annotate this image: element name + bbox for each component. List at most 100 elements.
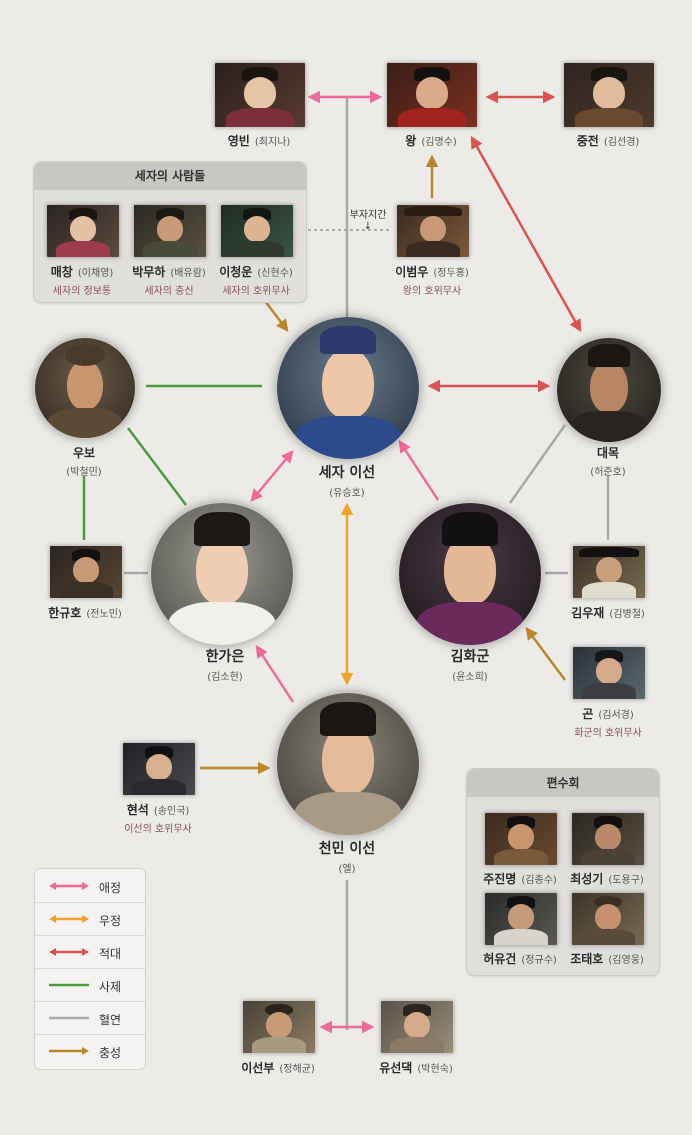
lee-seonbu-label: 이선부 (정해균) [241, 1057, 315, 1076]
han-gyuho-portrait [49, 545, 123, 599]
character-name: 이선부 [241, 1061, 275, 1075]
lee-seonbu-portrait [242, 1000, 316, 1054]
role-text: 이선의 호위무사 [124, 824, 192, 835]
character-name: 김화군 [450, 649, 490, 665]
character-name: 이범우 [395, 265, 429, 279]
legend-label: 애정 [99, 881, 122, 895]
actor-name: (박현숙) [417, 1064, 453, 1075]
legend-row: 사제 [35, 968, 145, 1002]
kim-woojae-label: 김우재 (김병철) [571, 602, 645, 621]
character-name: 대목 [596, 446, 620, 460]
gon-label: 곤 (김서경) 화군의 호위무사 [574, 703, 642, 739]
legend-row: 충성 [35, 1034, 145, 1067]
role-text: 화군의 호위무사 [574, 728, 642, 739]
legend-swatch-icon [49, 1016, 89, 1020]
legend-row: 애정 [35, 869, 145, 903]
choi-seonggi-portrait [571, 812, 645, 866]
maechang-label: 매창 (이채영) 세자의 정보통 [51, 261, 114, 297]
legend-label: 충성 [99, 1046, 122, 1060]
line-gaeun-crownprince-affection [250, 450, 294, 502]
actor-name: (윤소희) [452, 672, 488, 683]
character-name: 우보 [72, 446, 96, 460]
line-woobo-gaeun-mentor [127, 427, 187, 506]
legend-row: 혈연 [35, 1001, 145, 1035]
yu-seondaek-portrait [380, 1000, 454, 1054]
park-muha-label: 박무하 (배유람) 세자의 충신 [132, 261, 206, 297]
down-arrow-icon: ↓ [363, 221, 373, 232]
line-cheonmin-gaeun-affection [255, 644, 295, 703]
legend-swatch-icon [49, 948, 89, 956]
character-name: 한가은 [205, 649, 245, 665]
character-name: 곤 [582, 707, 594, 721]
actor-name: (전노민) [86, 609, 122, 620]
actor-name: (정해균) [279, 1064, 315, 1075]
actor-name: (최지나) [254, 137, 291, 148]
kim-hwagun-label: 김화군 (윤소희) [451, 646, 490, 683]
king-portrait [386, 62, 478, 128]
legend-label: 적대 [99, 947, 122, 961]
actor-name: (송인국) [153, 806, 190, 817]
character-name: 영빈 [227, 134, 250, 148]
line-king-daemok-enemy [470, 135, 582, 333]
character-name: 한규호 [48, 606, 82, 620]
hyeonseok-portrait [122, 742, 196, 796]
actor-name: (정두홍) [433, 268, 469, 279]
yeongbin-portrait [214, 62, 306, 128]
woobo-label: 우보 (박철민) [66, 442, 101, 478]
character-name: 이청운 [219, 265, 253, 279]
father-son-note: 부자지간 ↓ [346, 206, 390, 232]
legend-label: 사제 [99, 980, 122, 994]
legend-swatch-icon [49, 1047, 89, 1055]
yu-seondaek-label: 유선댁 (박현숙) [379, 1057, 453, 1076]
king-label: 왕 (김명수) [405, 130, 457, 149]
cheonmin-lee-portrait [276, 692, 420, 836]
character-name: 유선댁 [379, 1061, 413, 1075]
gon-portrait [572, 646, 646, 700]
queen-portrait [563, 62, 655, 128]
actor-name: (도용구) [608, 875, 644, 886]
daemok-label: 대목 (허준호) [590, 442, 625, 478]
actor-name: (김영웅) [608, 955, 644, 966]
legend-label: 우정 [99, 914, 122, 928]
character-name: 박무하 [132, 265, 166, 279]
kim-hwagun-portrait [398, 502, 542, 646]
lee-cheongun-portrait [220, 204, 294, 258]
legend-row: 적대 [35, 935, 145, 969]
crown-prince-label: 세자 이선 (유승호) [319, 462, 375, 499]
note-text: 부자지간 [349, 210, 387, 221]
legend-row: 우정 [35, 902, 145, 936]
character-name: 매창 [50, 265, 73, 279]
character-name: 허유건 [483, 952, 517, 966]
park-muha-portrait [133, 204, 207, 258]
actor-name: (유승호) [329, 488, 365, 499]
actor-name: (김선경) [603, 137, 640, 148]
yeongbin-label: 영빈 (최지나) [228, 130, 291, 149]
choi-seonggi-label: 최성기 (도용구) [570, 868, 644, 887]
character-name: 현석 [126, 803, 149, 817]
lee-cheongun-label: 이청운 (신현수) 세자의 호위무사 [219, 261, 293, 297]
han-gyuho-label: 한규호 (전노민) [48, 602, 122, 621]
legend-swatch-icon [49, 882, 89, 890]
character-name: 최성기 [570, 872, 604, 886]
character-name: 세자 이선 [318, 465, 376, 481]
jo-taeho-portrait [571, 892, 645, 946]
actor-name: (김병철) [609, 609, 645, 620]
character-name: 주진명 [483, 872, 517, 886]
jo-taeho-label: 조태호 (김영웅) [570, 948, 644, 967]
role-text: 세자의 정보통 [52, 286, 112, 297]
character-name: 중전 [576, 134, 599, 148]
daemok-portrait [556, 337, 662, 443]
character-name: 천민 이선 [318, 841, 376, 857]
han-gaeun-portrait [150, 502, 294, 646]
legend-swatch-icon [49, 915, 89, 923]
role-text: 세자의 호위무사 [222, 286, 290, 297]
kim-woojae-portrait [572, 545, 646, 599]
legend-swatch-icon [49, 983, 89, 987]
joo-jinmyeong-label: 주진명 (김종수) [483, 868, 557, 887]
lee-beomu-portrait [396, 204, 470, 258]
woobo-portrait [34, 337, 136, 439]
actor-name: (배유람) [170, 268, 206, 279]
heo-yugeon-portrait [484, 892, 558, 946]
character-name: 김우재 [571, 606, 605, 620]
actor-name: (허준호) [590, 467, 626, 478]
